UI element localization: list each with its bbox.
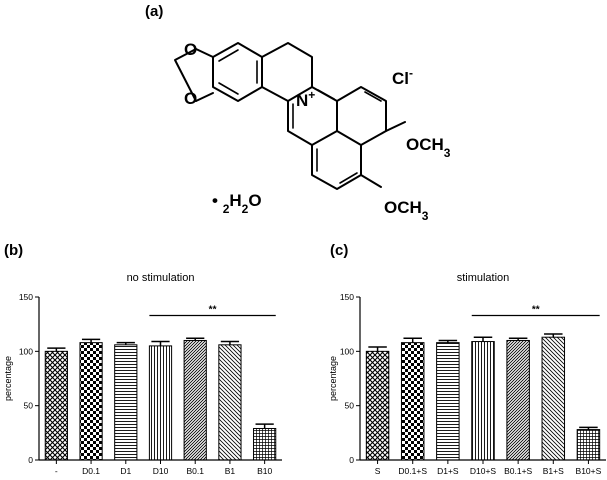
category-label: D1+S <box>437 466 459 476</box>
category-label: D10 <box>153 466 169 476</box>
hydrate-label: • 2H2O <box>212 191 262 216</box>
y-tick-label: 0 <box>28 455 33 465</box>
bar-B0.1 <box>183 339 207 461</box>
significance-label: ** <box>209 304 217 315</box>
bar-D1 <box>114 344 138 461</box>
bar-B10 <box>253 427 277 461</box>
panel-label-b: (b) <box>4 242 23 259</box>
y-tick-label: 100 <box>19 346 33 356</box>
bar-D0.1 <box>79 342 103 461</box>
oxygen-bottom: O <box>184 89 197 108</box>
nitrogen-cation: N+ <box>296 88 315 110</box>
category-label: D10+S <box>470 466 497 476</box>
category-label: - <box>55 466 58 476</box>
berberine-structure <box>174 42 406 190</box>
bar-D10 <box>148 345 173 461</box>
y-axis-label: percentage <box>3 356 13 401</box>
bar-D0.1+S <box>400 342 425 461</box>
panel-label-c: (c) <box>330 242 348 259</box>
category-label: D1 <box>120 466 131 476</box>
category-label: D0.1+S <box>398 466 427 476</box>
chart-no-stimulation: no stimulation percentage 0 50 100 150 - D0.1 D1… <box>3 272 282 476</box>
y-tick-label: 50 <box>24 401 34 411</box>
nitrogen-text: N+ <box>296 88 315 110</box>
bar-- <box>44 350 68 461</box>
y-axis-label: percentage <box>328 356 338 401</box>
category-label: S <box>375 466 381 476</box>
oxygen-top: O <box>184 40 197 59</box>
y-tick-label: 150 <box>19 292 33 302</box>
bar-B0.1+S <box>506 339 530 461</box>
category-label: B1 <box>225 466 236 476</box>
chloride-anion: Cl- <box>392 66 413 88</box>
bar-B1+S <box>541 336 566 461</box>
y-tick-label: 150 <box>340 292 354 302</box>
y-tick-label: 100 <box>340 346 354 356</box>
bar-B1 <box>218 344 242 461</box>
panel-label-a: (a) <box>145 3 163 20</box>
significance-label: ** <box>532 304 540 315</box>
y-tick-label: 50 <box>345 401 355 411</box>
chart-title: no stimulation <box>127 272 195 284</box>
category-label: B0.1+S <box>504 466 532 476</box>
bar-B10+S <box>576 429 601 461</box>
bar-D1+S <box>436 342 460 461</box>
chart-title: stimulation <box>457 272 510 284</box>
category-label: B0.1 <box>186 466 204 476</box>
bar-S <box>365 350 390 461</box>
category-label: D0.1 <box>82 466 100 476</box>
methoxy-top: OCH3 <box>406 135 451 160</box>
category-label: B10+S <box>576 466 602 476</box>
y-tick-label: 0 <box>349 455 354 465</box>
methoxy-bottom: OCH3 <box>384 198 429 223</box>
bar-D10+S <box>471 341 495 461</box>
category-label: B10 <box>257 466 272 476</box>
category-label: B1+S <box>543 466 564 476</box>
